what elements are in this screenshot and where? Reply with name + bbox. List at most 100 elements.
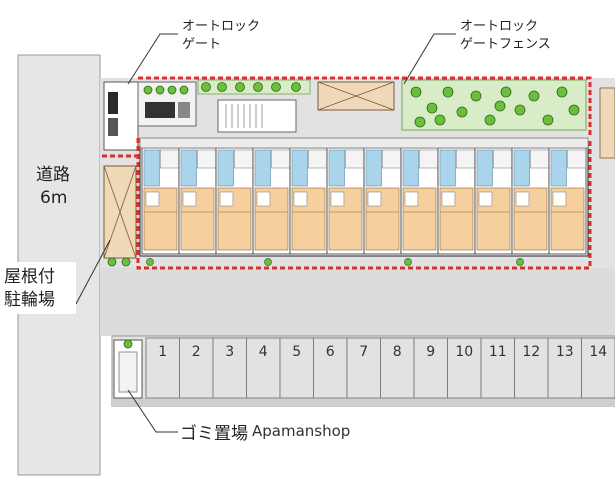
garden-tree	[515, 105, 525, 115]
unit-bath	[366, 150, 382, 186]
apartment-unit	[253, 148, 290, 254]
garbage-tree	[124, 340, 132, 348]
unit-entry	[345, 150, 364, 168]
unit-kitchen	[257, 192, 270, 206]
entrance-dark-1	[108, 92, 118, 114]
parking-number: 7	[359, 344, 368, 360]
east-planter	[600, 88, 615, 158]
unit-bath	[292, 150, 308, 186]
apartment-unit	[364, 148, 401, 254]
garden-tree	[569, 105, 579, 115]
unit-bath	[181, 150, 197, 186]
unit-bath	[477, 150, 493, 186]
parking-number: 13	[556, 344, 574, 360]
apartment-unit	[475, 148, 512, 254]
apartment-unit	[179, 148, 216, 254]
parking-number: 10	[455, 344, 473, 360]
garbage-box	[119, 352, 137, 392]
parking-number: 12	[522, 344, 540, 360]
unit-entry	[530, 150, 549, 168]
unit-kitchen	[294, 192, 307, 206]
unit-kitchen	[405, 192, 418, 206]
unit-kitchen	[442, 192, 455, 206]
unit-entry	[493, 150, 512, 168]
label-bicycle-2: 駐輪場	[4, 290, 55, 310]
corridor	[140, 138, 588, 148]
garden-tree	[411, 87, 421, 97]
garden-tree	[415, 117, 425, 127]
parking-number: 2	[192, 344, 201, 360]
label-autolock-gate-2: ゲート	[182, 37, 221, 52]
apartment-unit	[549, 148, 586, 254]
parking-number: 4	[259, 344, 268, 360]
unit-kitchen	[331, 192, 344, 206]
apartment-unit	[142, 148, 179, 254]
garden-tree	[495, 101, 505, 111]
garden-tree	[543, 115, 553, 125]
label-autolock-fence-1: オートロック	[460, 19, 538, 34]
unit-kitchen	[146, 192, 159, 206]
apartment-unit	[401, 148, 438, 254]
unit-bath	[440, 150, 456, 186]
apartment-unit	[327, 148, 364, 254]
garden-tree	[471, 91, 481, 101]
parking-number: 11	[489, 344, 507, 360]
unit-bath	[218, 150, 234, 186]
garden-tree	[427, 103, 437, 113]
unit-kitchen	[220, 192, 233, 206]
unit-entry	[382, 150, 401, 168]
garden-tree	[457, 107, 467, 117]
apartment-units	[142, 148, 586, 254]
parking-number: 8	[393, 344, 402, 360]
label-garbage: ゴミ置場	[180, 423, 248, 444]
garden-tree	[557, 87, 567, 97]
unit-entry	[234, 150, 253, 168]
apartment-unit	[512, 148, 549, 254]
apartment-unit	[216, 148, 253, 254]
parking-number: 9	[426, 344, 435, 360]
label-autolock-fence-2: ゲートフェンス	[460, 37, 551, 52]
unit-entry	[567, 150, 586, 168]
unit-kitchen	[479, 192, 492, 206]
unit-bath	[329, 150, 345, 186]
parking-number: 6	[326, 344, 335, 360]
unit-bath	[144, 150, 160, 186]
lot-bottom-edge	[112, 398, 615, 406]
unit-kitchen	[516, 192, 529, 206]
parking-number: 1	[158, 344, 167, 360]
unit-entry	[456, 150, 475, 168]
parking-number: 14	[589, 344, 607, 360]
parking-number: 3	[225, 344, 234, 360]
unit-kitchen	[183, 192, 196, 206]
unit-kitchen	[368, 192, 381, 206]
apartment-unit	[290, 148, 327, 254]
unit-bath	[255, 150, 271, 186]
label-bicycle-1: 屋根付	[4, 267, 55, 287]
label-road-1: 道路	[36, 165, 70, 185]
unit-kitchen	[553, 192, 566, 206]
parking-number: 5	[292, 344, 301, 360]
unit-entry	[308, 150, 327, 168]
apartment-unit	[438, 148, 475, 254]
watermark: Apamanshop	[252, 422, 350, 440]
unit-bath	[403, 150, 419, 186]
label-autolock-gate-1: オートロック	[182, 19, 260, 34]
label-road-2: 6m	[40, 188, 67, 208]
entrance-dark-2	[108, 118, 118, 136]
unit-entry	[197, 150, 216, 168]
driveway	[100, 268, 615, 336]
unit-entry	[419, 150, 438, 168]
unit-entry	[271, 150, 290, 168]
garden-tree	[435, 115, 445, 125]
garden-tree	[485, 115, 495, 125]
stair-block	[218, 100, 296, 132]
unit-entry	[160, 150, 179, 168]
unit-bath	[514, 150, 530, 186]
garden-tree	[501, 87, 511, 97]
garden-tree	[443, 87, 453, 97]
garden-tree	[529, 91, 539, 101]
unit-bath	[551, 150, 567, 186]
